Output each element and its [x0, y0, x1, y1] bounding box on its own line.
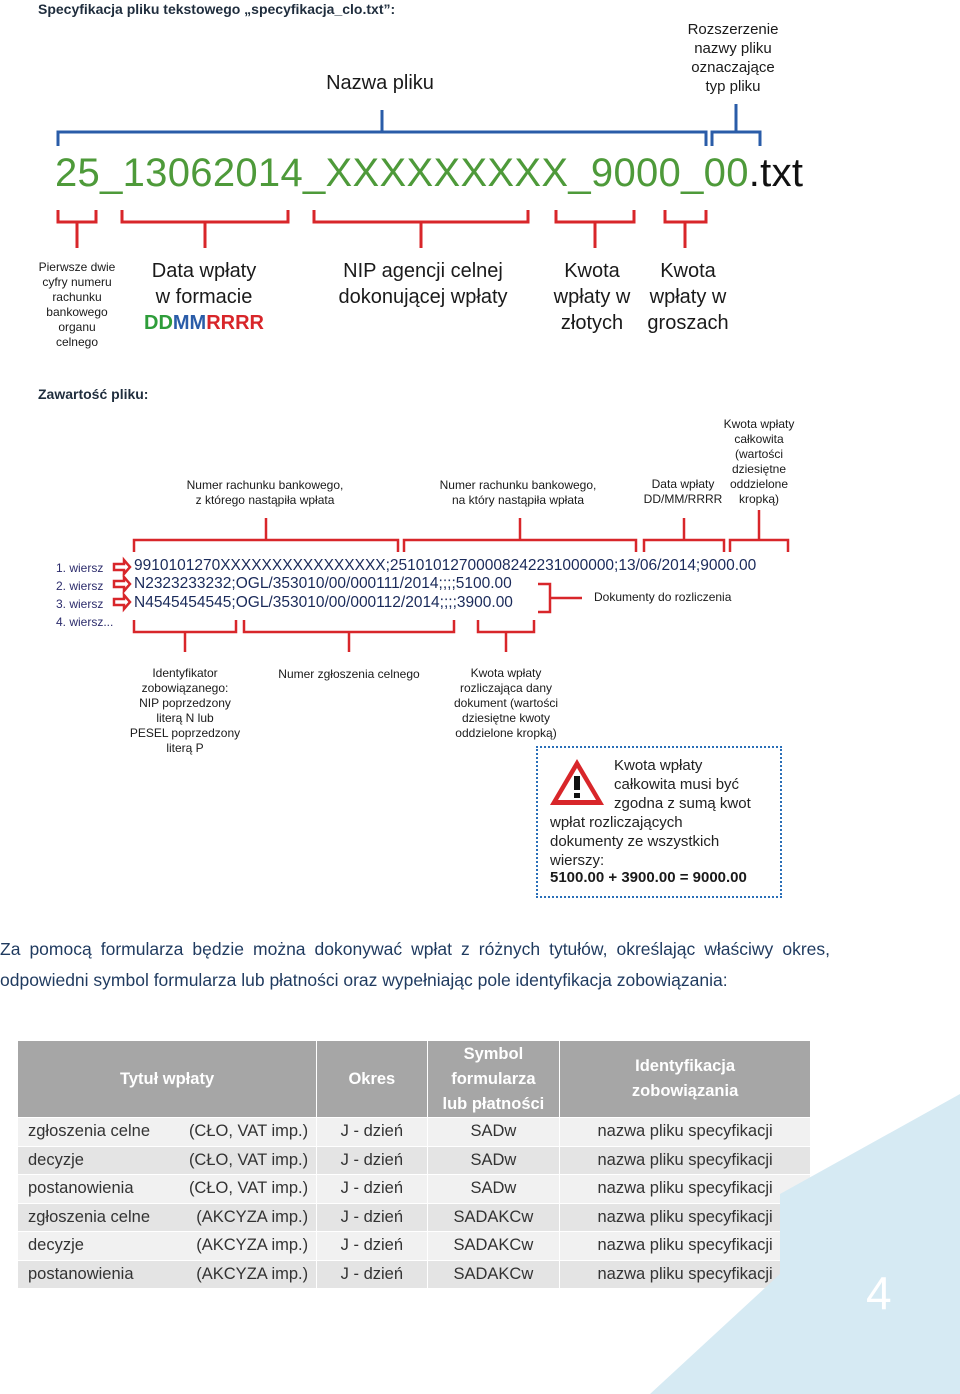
row-text-2: N2323233232;OGL/353010/00/000111/2014;;;… [134, 575, 512, 592]
label-numer-zgloszenia: Numer zgłoszenia celnego [278, 667, 420, 681]
cell-symbol: SADw [426, 1174, 560, 1203]
label-rozszerzenie: Rozszerzenie nazwy pliku oznaczające typ… [687, 21, 779, 95]
cell-symbol: SADAKCw [426, 1259, 560, 1288]
warning-box: Kwota wpłaty całkowita musi być zgodna z… [536, 746, 782, 898]
page-number: 4 [866, 1267, 892, 1319]
cell-tytul-name: zgłoszenia celne [28, 1207, 150, 1226]
cell-okres: J - dzień [316, 1231, 428, 1260]
cell-identyfikacja: nazwa pliku specyfikacji [559, 1117, 810, 1146]
cell-tytul-name: decyzje [28, 1150, 84, 1169]
payment-table: Tytuł wpłaty Okres Symbol formularza lub… [18, 1041, 810, 1288]
header-identyfikacja: Identyfikacja zobowiązania [559, 1041, 810, 1118]
cell-okres: J - dzień [316, 1259, 428, 1288]
cell-identyfikacja: nazwa pliku specyfikacji [559, 1231, 810, 1260]
cell-tytul-type: (CŁO, VAT imp.) [188, 1150, 309, 1169]
cell-tytul: decyzje (CŁO, VAT imp.) [18, 1145, 317, 1175]
cell-symbol: SADAKCw [426, 1231, 560, 1260]
warning-text-bottom: wpłat rozliczających dokumenty ze wszyst… [550, 814, 720, 869]
row-label-3: 3. wiersz [56, 597, 104, 611]
intro-paragraph: Za pomocą formularza będzie można dokony… [0, 939, 830, 990]
content-brackets [112, 510, 790, 652]
label-data-wplaty-small: Data wpłaty DD/MM/RRRR [643, 477, 723, 506]
label-kwota-calkowita: Kwota wpłaty całkowita (wartości dziesię… [723, 417, 795, 506]
cell-symbol: SADAKCw [426, 1202, 560, 1232]
label-kwota-rozliczajaca: Kwota wpłaty rozliczająca dany dokument … [453, 666, 559, 740]
warning-icon [550, 759, 604, 805]
cell-tytul: zgłoszenia celne (AKCYZA imp.) [18, 1202, 317, 1232]
spec-title: Specyfikacja pliku tekstowego „specyfika… [38, 1, 396, 17]
warning-equation: 5100.00 + 3900.00 = 9000.00 [550, 869, 747, 886]
cell-tytul: decyzje (AKCYZA imp.) [18, 1231, 317, 1260]
label-nazwa-pliku: Nazwa pliku [326, 72, 434, 94]
cell-identyfikacja: nazwa pliku specyfikacji [559, 1202, 810, 1232]
cell-tytul-name: postanowienia [28, 1179, 134, 1198]
table-header-row: Tytuł wpłaty Okres Symbol formularza lub… [18, 1041, 810, 1118]
cell-okres: J - dzień [316, 1117, 428, 1146]
cell-tytul: zgłoszenia celne (CŁO, VAT imp.) [18, 1117, 317, 1146]
row-label-4: 4. wiersz... [56, 615, 114, 629]
cell-tytul-name: postanowienia [28, 1264, 134, 1283]
table-row: zgłoszenia celne (CŁO, VAT imp.) J - dzień… [18, 1117, 810, 1146]
cell-tytul-type: (CŁO, VAT imp.) [188, 1122, 309, 1141]
label-identyfikator: Identyfikator zobowiązanego: NIP poprzed… [129, 666, 241, 755]
cell-identyfikacja: nazwa pliku specyfikacji [559, 1174, 810, 1203]
label-kwota-grosze: Kwota wpłaty w groszach [647, 260, 729, 334]
label-data-wplaty: Data wpłaty w formacie DDMMRRRR [144, 260, 264, 334]
label-rachunek-na: Numer rachunku bankowego, na który nastą… [439, 478, 597, 507]
cell-tytul-type: (AKCYZA imp.) [196, 1236, 309, 1255]
cell-tytul: postanowienia (CŁO, VAT imp.) [18, 1174, 317, 1203]
row-label-1: 1. wiersz [56, 561, 104, 575]
spec-brackets [56, 104, 762, 248]
row-text-3: N4545454545;OGL/353010/00/000112/2014;;;… [134, 594, 513, 611]
cell-tytul-name: decyzje [28, 1236, 84, 1255]
cell-symbol: SADw [426, 1145, 560, 1175]
label-kwota-zlote: Kwota wpłaty w złotych [553, 260, 631, 334]
cell-okres: J - dzień [316, 1202, 428, 1232]
header-tytul: Tytuł wpłaty [18, 1041, 317, 1118]
row-text-1: 9910101270XXXXXXXXXXXXXXXX;2510101270000… [134, 557, 757, 574]
cell-okres: J - dzień [316, 1145, 428, 1175]
bracket-nazwa [56, 130, 708, 146]
cell-symbol: SADw [426, 1117, 560, 1146]
filename-display: 25_13062014_XXXXXXXXX_9000_00.txt [55, 150, 803, 196]
filename-body: 25_13062014_XXXXXXXXX_9000_00 [55, 151, 749, 195]
cell-okres: J - dzień [316, 1174, 428, 1203]
cell-tytul-type: (AKCYZA imp.) [196, 1264, 309, 1283]
content-title: Zawartość pliku: [38, 386, 149, 402]
cell-tytul-type: (CŁO, VAT imp.) [188, 1179, 309, 1198]
cell-tytul-name: zgłoszenia celne [28, 1122, 150, 1141]
label-rachunek-z: Numer rachunku bankowego, z którego nast… [186, 478, 344, 507]
header-okres: Okres [316, 1041, 428, 1118]
label-pierwsze-cyfry: Pierwsze dwie cyfry numeru rachunku bank… [38, 260, 116, 349]
cell-tytul: postanowienia (AKCYZA imp.) [18, 1259, 317, 1288]
bracket-ext [710, 130, 762, 146]
label-dokumenty: Dokumenty do rozliczenia [594, 590, 732, 604]
row-label-2: 2. wiersz [56, 579, 104, 593]
label-nip-agencji: NIP agencji celnej dokonującej wpłaty [338, 260, 508, 308]
corner-decoration [650, 1094, 960, 1394]
filename-ext: .txt [748, 151, 804, 195]
cell-tytul-type: (AKCYZA imp.) [196, 1207, 309, 1226]
cell-identyfikacja: nazwa pliku specyfikacji [559, 1145, 810, 1175]
warning-text-top: Kwota wpłaty całkowita musi być zgodna z… [614, 757, 751, 812]
cell-identyfikacja: nazwa pliku specyfikacji [559, 1259, 810, 1288]
header-symbol: Symbol formularza lub płatności [426, 1041, 560, 1118]
